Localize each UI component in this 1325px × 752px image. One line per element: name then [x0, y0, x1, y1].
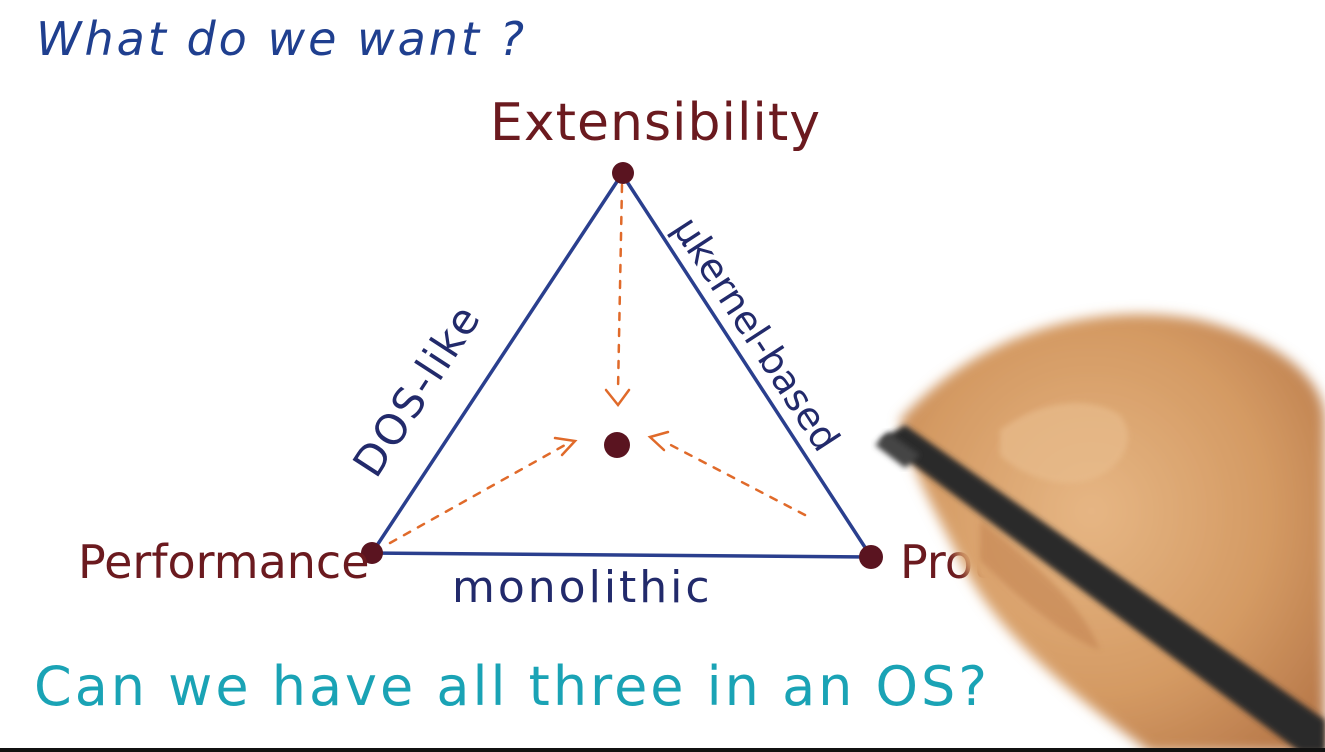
edge-label-right: μkernel-based: [664, 209, 848, 459]
arrow-from-right: [663, 440, 807, 517]
page-title: What do we want ?: [36, 12, 527, 66]
vertex-dot-top: [612, 162, 634, 184]
edge-left-line: [370, 172, 624, 555]
arrowhead-left: [553, 436, 578, 457]
vertex-dot-right: [859, 545, 883, 569]
writing-hand: [875, 314, 1325, 752]
edge-right-line: [620, 172, 872, 557]
arrowhead-right: [647, 430, 670, 452]
arrow-from-top: [616, 183, 624, 392]
bottom-border: [0, 748, 1325, 752]
arrow-from-left: [388, 443, 567, 545]
vertex-label-left: Performance: [78, 535, 370, 589]
vertex-label-top: Extensibility: [490, 93, 821, 153]
question-text: Can we have all three in an OS?: [34, 655, 990, 718]
edge-label-bottom: monolithic: [452, 562, 713, 613]
vertex-dot-left: [361, 542, 383, 564]
edge-bottom-line: [370, 551, 872, 559]
center-dot: [604, 432, 630, 458]
arrowhead-top: [604, 388, 631, 408]
edge-label-left: DOS-like: [343, 295, 490, 485]
